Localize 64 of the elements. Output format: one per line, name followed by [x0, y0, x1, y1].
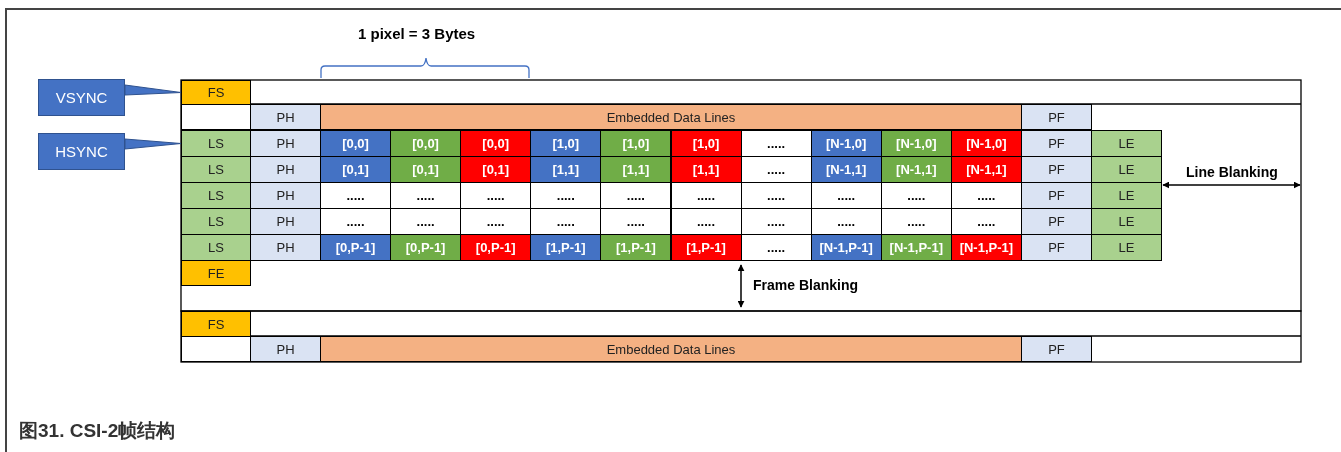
footer-cell: PF: [1021, 104, 1092, 130]
sync-cell: LE: [1091, 208, 1162, 235]
pixel-cell: [1,1]: [530, 156, 602, 183]
pixel-cell: [0,1]: [460, 156, 532, 183]
footer-cell: PF: [1021, 156, 1092, 183]
figure-caption: 图31. CSI-2帧结构: [19, 419, 176, 443]
pixel-cell: [0,0]: [460, 130, 532, 157]
callout-pointer: [124, 138, 182, 150]
sync-cell: LE: [1091, 130, 1162, 157]
pixel-cell: [N-1,0]: [950, 130, 1022, 157]
footer-cell: PF: [1021, 234, 1092, 261]
sync-cell: LS: [181, 156, 251, 183]
header-cell: PH: [250, 234, 321, 261]
callout-pointer: [124, 84, 182, 96]
header-cell: PH: [250, 156, 321, 183]
header-cell: PH: [250, 336, 321, 362]
sync-cell: LS: [181, 182, 251, 209]
header-cell: FS: [181, 80, 251, 105]
callout-box: HSYNC: [38, 133, 125, 170]
sync-cell: LS: [181, 208, 251, 235]
data-band: Embedded Data Lines: [320, 336, 1022, 362]
pixel-cell: [0,1]: [320, 156, 391, 183]
pixel-cell: [N-1,0]: [810, 130, 882, 157]
data-band: Embedded Data Lines: [320, 104, 1022, 130]
footer-cell: PF: [1021, 130, 1092, 157]
dimension-label: Frame Blanking: [753, 277, 859, 293]
pixel-cell: [N-1,0]: [880, 130, 952, 157]
dimension-label: Line Blanking: [1186, 164, 1278, 180]
sync-cell: LE: [1091, 234, 1162, 261]
pixel-cell: [N-1,1]: [810, 156, 882, 183]
pixel-cell: [0,0]: [390, 130, 462, 157]
pixel-cell: [1,0]: [600, 130, 672, 157]
pixel-cell: [0,P-1]: [460, 234, 532, 261]
sync-cell: LS: [181, 234, 251, 261]
callout-box: VSYNC: [38, 79, 125, 116]
sync-cell: LS: [181, 130, 251, 157]
header-cell: FS: [181, 311, 251, 337]
sync-cell: LE: [1091, 182, 1162, 209]
pixel-cell: [1,1]: [670, 156, 742, 183]
footer-cell: PF: [1021, 208, 1092, 235]
pixel-cell: [N-1,1]: [950, 156, 1022, 183]
dimension-label: 1 pixel = 3 Bytes: [358, 25, 476, 42]
pixel-cell: [1,0]: [670, 130, 742, 157]
pixel-cell: [1,1]: [600, 156, 672, 183]
sync-cell: LE: [1091, 156, 1162, 183]
pixel-cell: [0,0]: [320, 130, 391, 157]
pixel-cell: [N-1,P-1]: [880, 234, 952, 261]
pixel-cell: [N-1,1]: [880, 156, 952, 183]
pixel-cell: [1,P-1]: [600, 234, 672, 261]
pixel-cell: [0,P-1]: [390, 234, 462, 261]
sync-cell: FE: [181, 260, 251, 286]
header-cell: PH: [250, 182, 321, 209]
pixel-cell: [1,0]: [530, 130, 602, 157]
pixel-cell: [0,1]: [390, 156, 462, 183]
footer-cell: PF: [1021, 182, 1092, 209]
footer-cell: PF: [1021, 336, 1092, 362]
pixel-cell: [1,P-1]: [530, 234, 602, 261]
pixel-cell: [0,P-1]: [320, 234, 391, 261]
pixel-cell: [N-1,P-1]: [950, 234, 1022, 261]
header-cell: PH: [250, 208, 321, 235]
pixel-cell: [N-1,P-1]: [810, 234, 882, 261]
pixel-cell: [1,P-1]: [670, 234, 742, 261]
header-cell: PH: [250, 130, 321, 157]
header-cell: PH: [250, 104, 321, 130]
